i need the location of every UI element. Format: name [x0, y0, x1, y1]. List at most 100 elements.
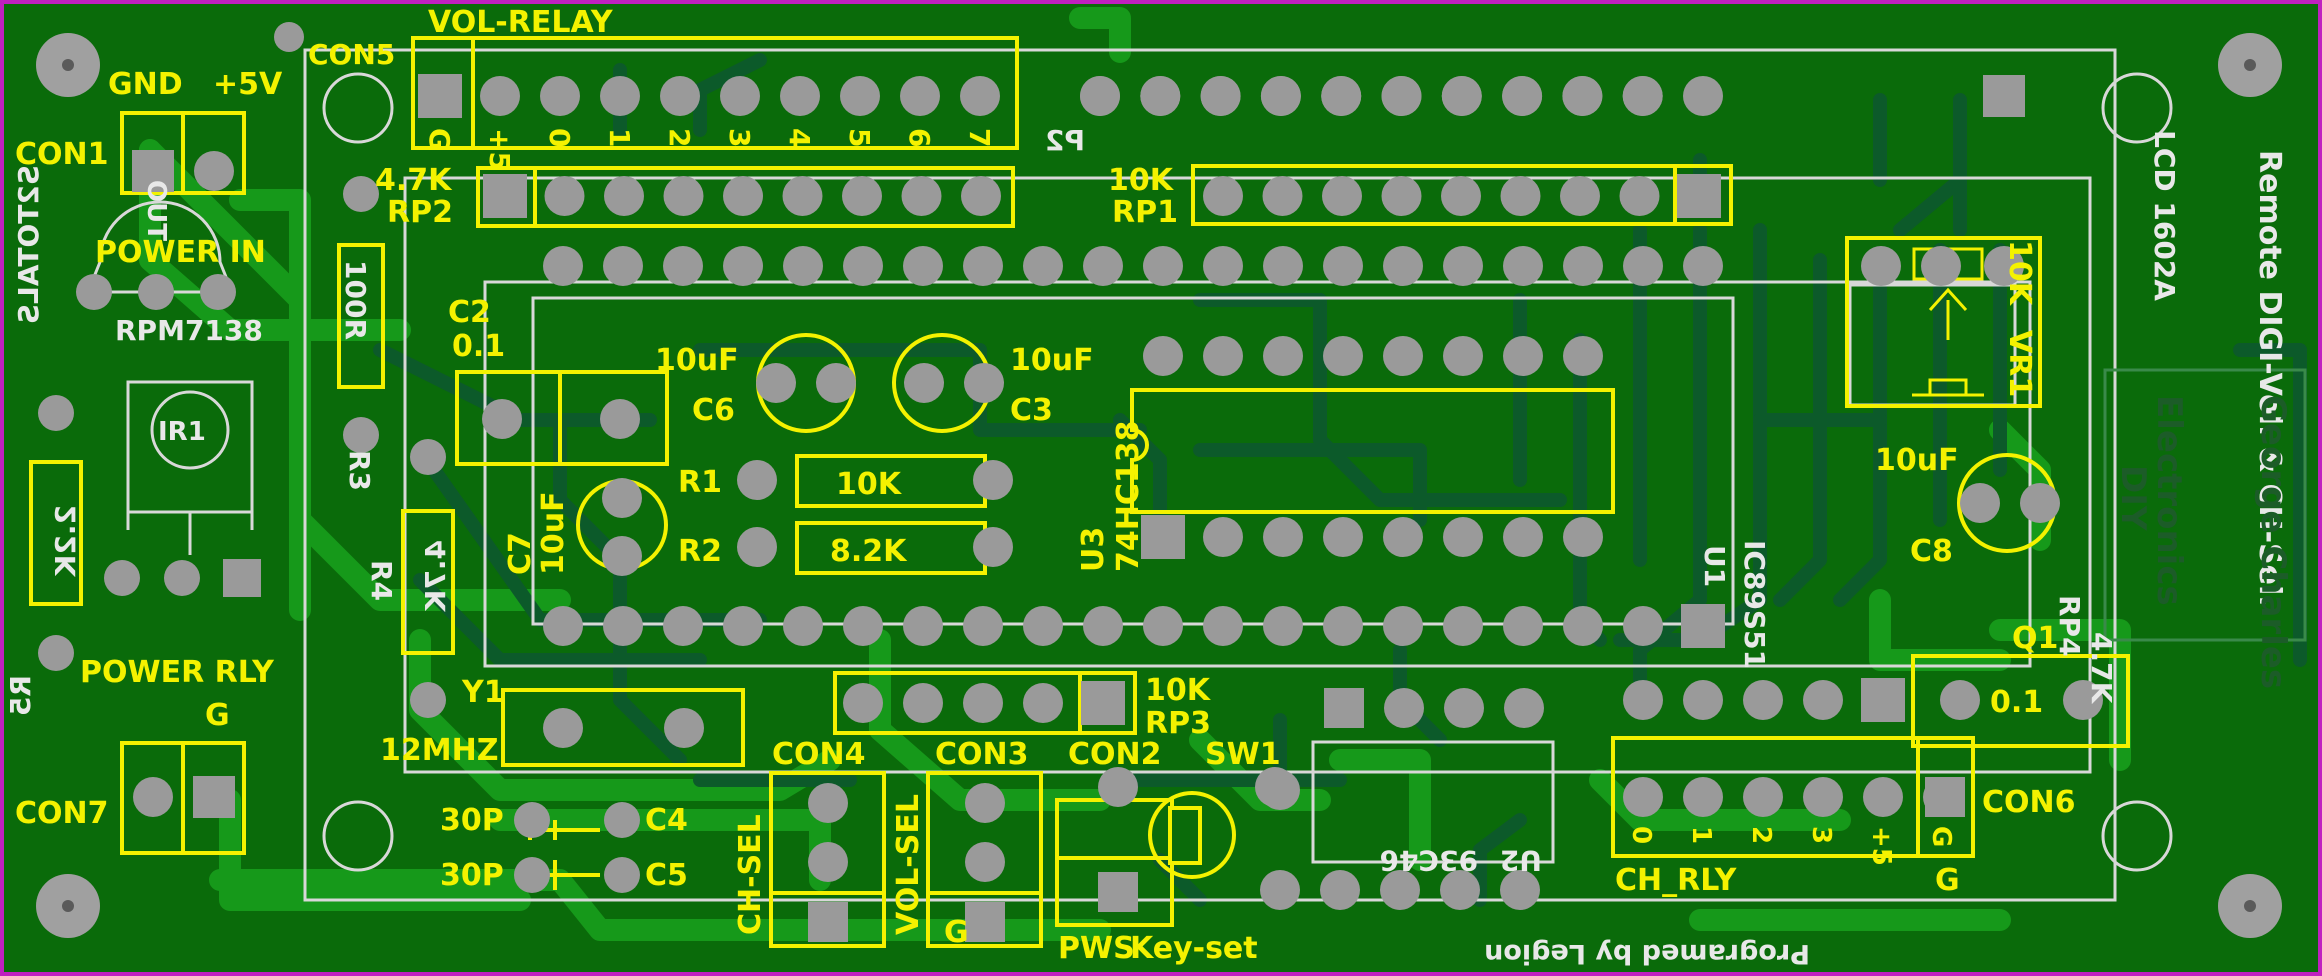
- pad-square: [1983, 75, 2025, 117]
- q1-value-label: 0.1: [1990, 685, 2043, 720]
- vol-relay-pin-label: 7: [963, 128, 996, 147]
- pad: [600, 76, 640, 116]
- pad-square: [132, 150, 174, 192]
- pad: [1080, 76, 1120, 116]
- vr1-outline: [1845, 236, 2042, 408]
- r5-ref-label: R5: [4, 675, 37, 716]
- pad: [482, 399, 522, 439]
- ch-relay-pin-label: G: [1926, 826, 1956, 847]
- pad: [604, 857, 640, 893]
- rp1-value-label: 10K: [1108, 163, 1175, 198]
- ch-rly-outline: [1611, 736, 1975, 858]
- pad: [965, 783, 1005, 823]
- c4-ref-label: C4: [645, 803, 688, 838]
- pad: [543, 708, 583, 748]
- plus5v-label: +5V: [213, 67, 283, 102]
- pad-square: [1098, 872, 1138, 912]
- pad: [808, 842, 848, 882]
- pad: [1940, 680, 1980, 720]
- pad: [274, 22, 304, 52]
- c6-value-label: 10uF: [655, 343, 739, 378]
- pad: [1440, 870, 1480, 910]
- rp3-value-label: 10K: [1145, 673, 1212, 708]
- pad: [1960, 483, 2000, 523]
- pad: [1443, 246, 1483, 286]
- pad: [663, 606, 703, 646]
- pad-square: [223, 559, 261, 597]
- con1-label: CON1: [15, 137, 109, 172]
- pad: [1921, 246, 1961, 286]
- power-in-label: POWER IN: [95, 235, 266, 270]
- con7-label: CON7: [15, 796, 109, 831]
- pad: [1143, 246, 1183, 286]
- pad: [1803, 680, 1843, 720]
- pad: [1322, 176, 1362, 216]
- ch-relay-pin-label: 1: [1686, 826, 1716, 844]
- c3-value-label: 10uF: [1010, 343, 1094, 378]
- pad: [602, 478, 642, 518]
- pad: [1444, 688, 1484, 728]
- ir-ref-label: IR1: [158, 417, 206, 447]
- pad: [38, 395, 74, 431]
- pad: [663, 246, 703, 286]
- q1-ref-label: Q1: [2012, 621, 2058, 656]
- pad: [660, 76, 700, 116]
- pad: [1143, 336, 1183, 376]
- pad: [782, 176, 823, 216]
- u2-ref-label: U2: [1500, 844, 1542, 877]
- pad: [1383, 517, 1423, 557]
- pad: [963, 683, 1003, 723]
- key-set-label: Key-set: [1130, 931, 1258, 966]
- r3-ref-label: R3: [343, 450, 376, 491]
- rp2-ref-label: RP2: [387, 195, 453, 230]
- pad: [194, 151, 234, 191]
- p2-label: P2: [1045, 124, 1085, 157]
- vol-relay-pin-label: +5: [483, 128, 516, 171]
- pad: [1500, 870, 1540, 910]
- y1-ref-label: Y1: [461, 675, 505, 710]
- pad: [1203, 606, 1243, 646]
- pad: [2063, 680, 2103, 720]
- pad: [76, 274, 112, 310]
- pad-square: [808, 902, 848, 942]
- pad: [1203, 336, 1243, 376]
- pws-label: PWS: [1058, 931, 1135, 966]
- rp2-value-label: 4.7K: [375, 163, 453, 198]
- pad: [343, 417, 379, 453]
- pad: [1098, 767, 1138, 807]
- pad: [723, 176, 763, 216]
- r5-outline: [29, 460, 83, 606]
- pad: [756, 363, 796, 403]
- pad-square: [1081, 681, 1125, 725]
- y1-value-label: 12MHZ: [380, 733, 498, 768]
- pad: [1441, 76, 1482, 116]
- pad: [1743, 777, 1783, 817]
- pad: [663, 176, 704, 216]
- vol-relay-pin-label: 5: [843, 128, 876, 147]
- pad: [1262, 176, 1303, 216]
- pad: [1984, 246, 2024, 286]
- pad: [843, 683, 883, 723]
- con4-label: CON4: [772, 737, 866, 772]
- pad: [973, 460, 1013, 500]
- pad: [1861, 246, 1901, 286]
- pad: [783, 606, 823, 646]
- vol-relay-pin-label: G: [423, 128, 456, 151]
- pad: [816, 363, 856, 403]
- c8-ref-label: C8: [1910, 534, 1953, 569]
- pad: [964, 363, 1004, 403]
- pad: [720, 76, 760, 116]
- pad: [1623, 680, 1663, 720]
- r4-outline: [401, 509, 455, 655]
- pad: [603, 606, 643, 646]
- rp2-outline: [476, 166, 1015, 228]
- pad: [604, 802, 640, 838]
- pad: [1143, 606, 1183, 646]
- vol-relay-pin-label: 3: [723, 128, 756, 147]
- c4-value-label: 30P: [440, 803, 504, 838]
- pad: [410, 439, 446, 475]
- pad: [1323, 517, 1363, 557]
- pad: [842, 176, 882, 216]
- pad: [1443, 606, 1483, 646]
- pad: [963, 606, 1003, 646]
